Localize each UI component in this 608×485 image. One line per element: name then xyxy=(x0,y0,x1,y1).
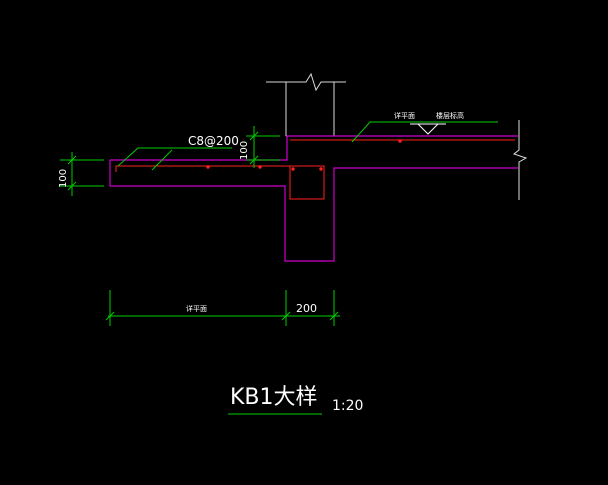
wall-above xyxy=(266,72,346,137)
rebar-label: C8@200 xyxy=(188,134,239,148)
mid-thickness-dimension xyxy=(246,126,280,168)
mid-thickness-label: 100 xyxy=(239,141,250,160)
right-break-line xyxy=(512,120,528,200)
level-label-1: 详平面 xyxy=(394,111,415,120)
slab-outline xyxy=(109,135,518,262)
level-leader xyxy=(351,121,498,143)
left-thickness-label: 100 xyxy=(58,169,69,188)
dim-bottom-right-label: 200 xyxy=(296,302,317,315)
drawing-scale: 1:20 xyxy=(332,398,363,414)
level-label-2: 楼层标高 xyxy=(436,111,464,120)
rebar-leader xyxy=(117,147,232,171)
level-marker-icon xyxy=(410,123,446,135)
bottom-dimension xyxy=(105,290,340,326)
drawing-title: KB1大样 xyxy=(230,385,318,410)
left-thickness-dimension xyxy=(60,152,104,196)
rebar xyxy=(115,139,515,200)
dim-bottom-left-label: 详平面 xyxy=(186,304,207,313)
